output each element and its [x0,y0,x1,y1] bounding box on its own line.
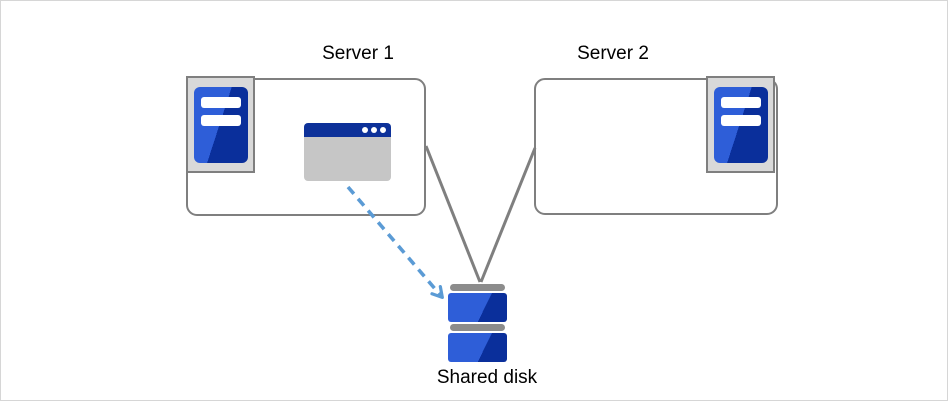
disk-platter [448,293,507,322]
drive-bay-slot [201,97,241,108]
drive-bay-slot [201,115,241,126]
window-titlebar [304,123,391,137]
shared-disk-icon [448,284,507,362]
application-window-icon [304,123,391,181]
server2-label: Server 2 [577,43,649,64]
shared-disk-label: Shared disk [436,367,538,388]
server2-computer-icon [706,76,775,173]
window-button-dot [362,127,368,133]
disk-platter [448,333,507,362]
server1-label: Server 1 [322,43,394,64]
disk-cap [450,284,505,291]
window-button-dot [380,127,386,133]
window-body [304,137,391,181]
drive-bay-slot [721,115,761,126]
connector-server2-to-disk [479,147,537,283]
drive-bay-slot [721,97,761,108]
disk-cap [450,324,505,331]
tower-server-icon [194,87,248,163]
window-button-dot [371,127,377,133]
tower-server-icon [714,87,768,163]
connector-server1-to-disk [424,145,482,283]
server1-computer-icon [186,76,255,173]
window-buttons [362,127,386,133]
